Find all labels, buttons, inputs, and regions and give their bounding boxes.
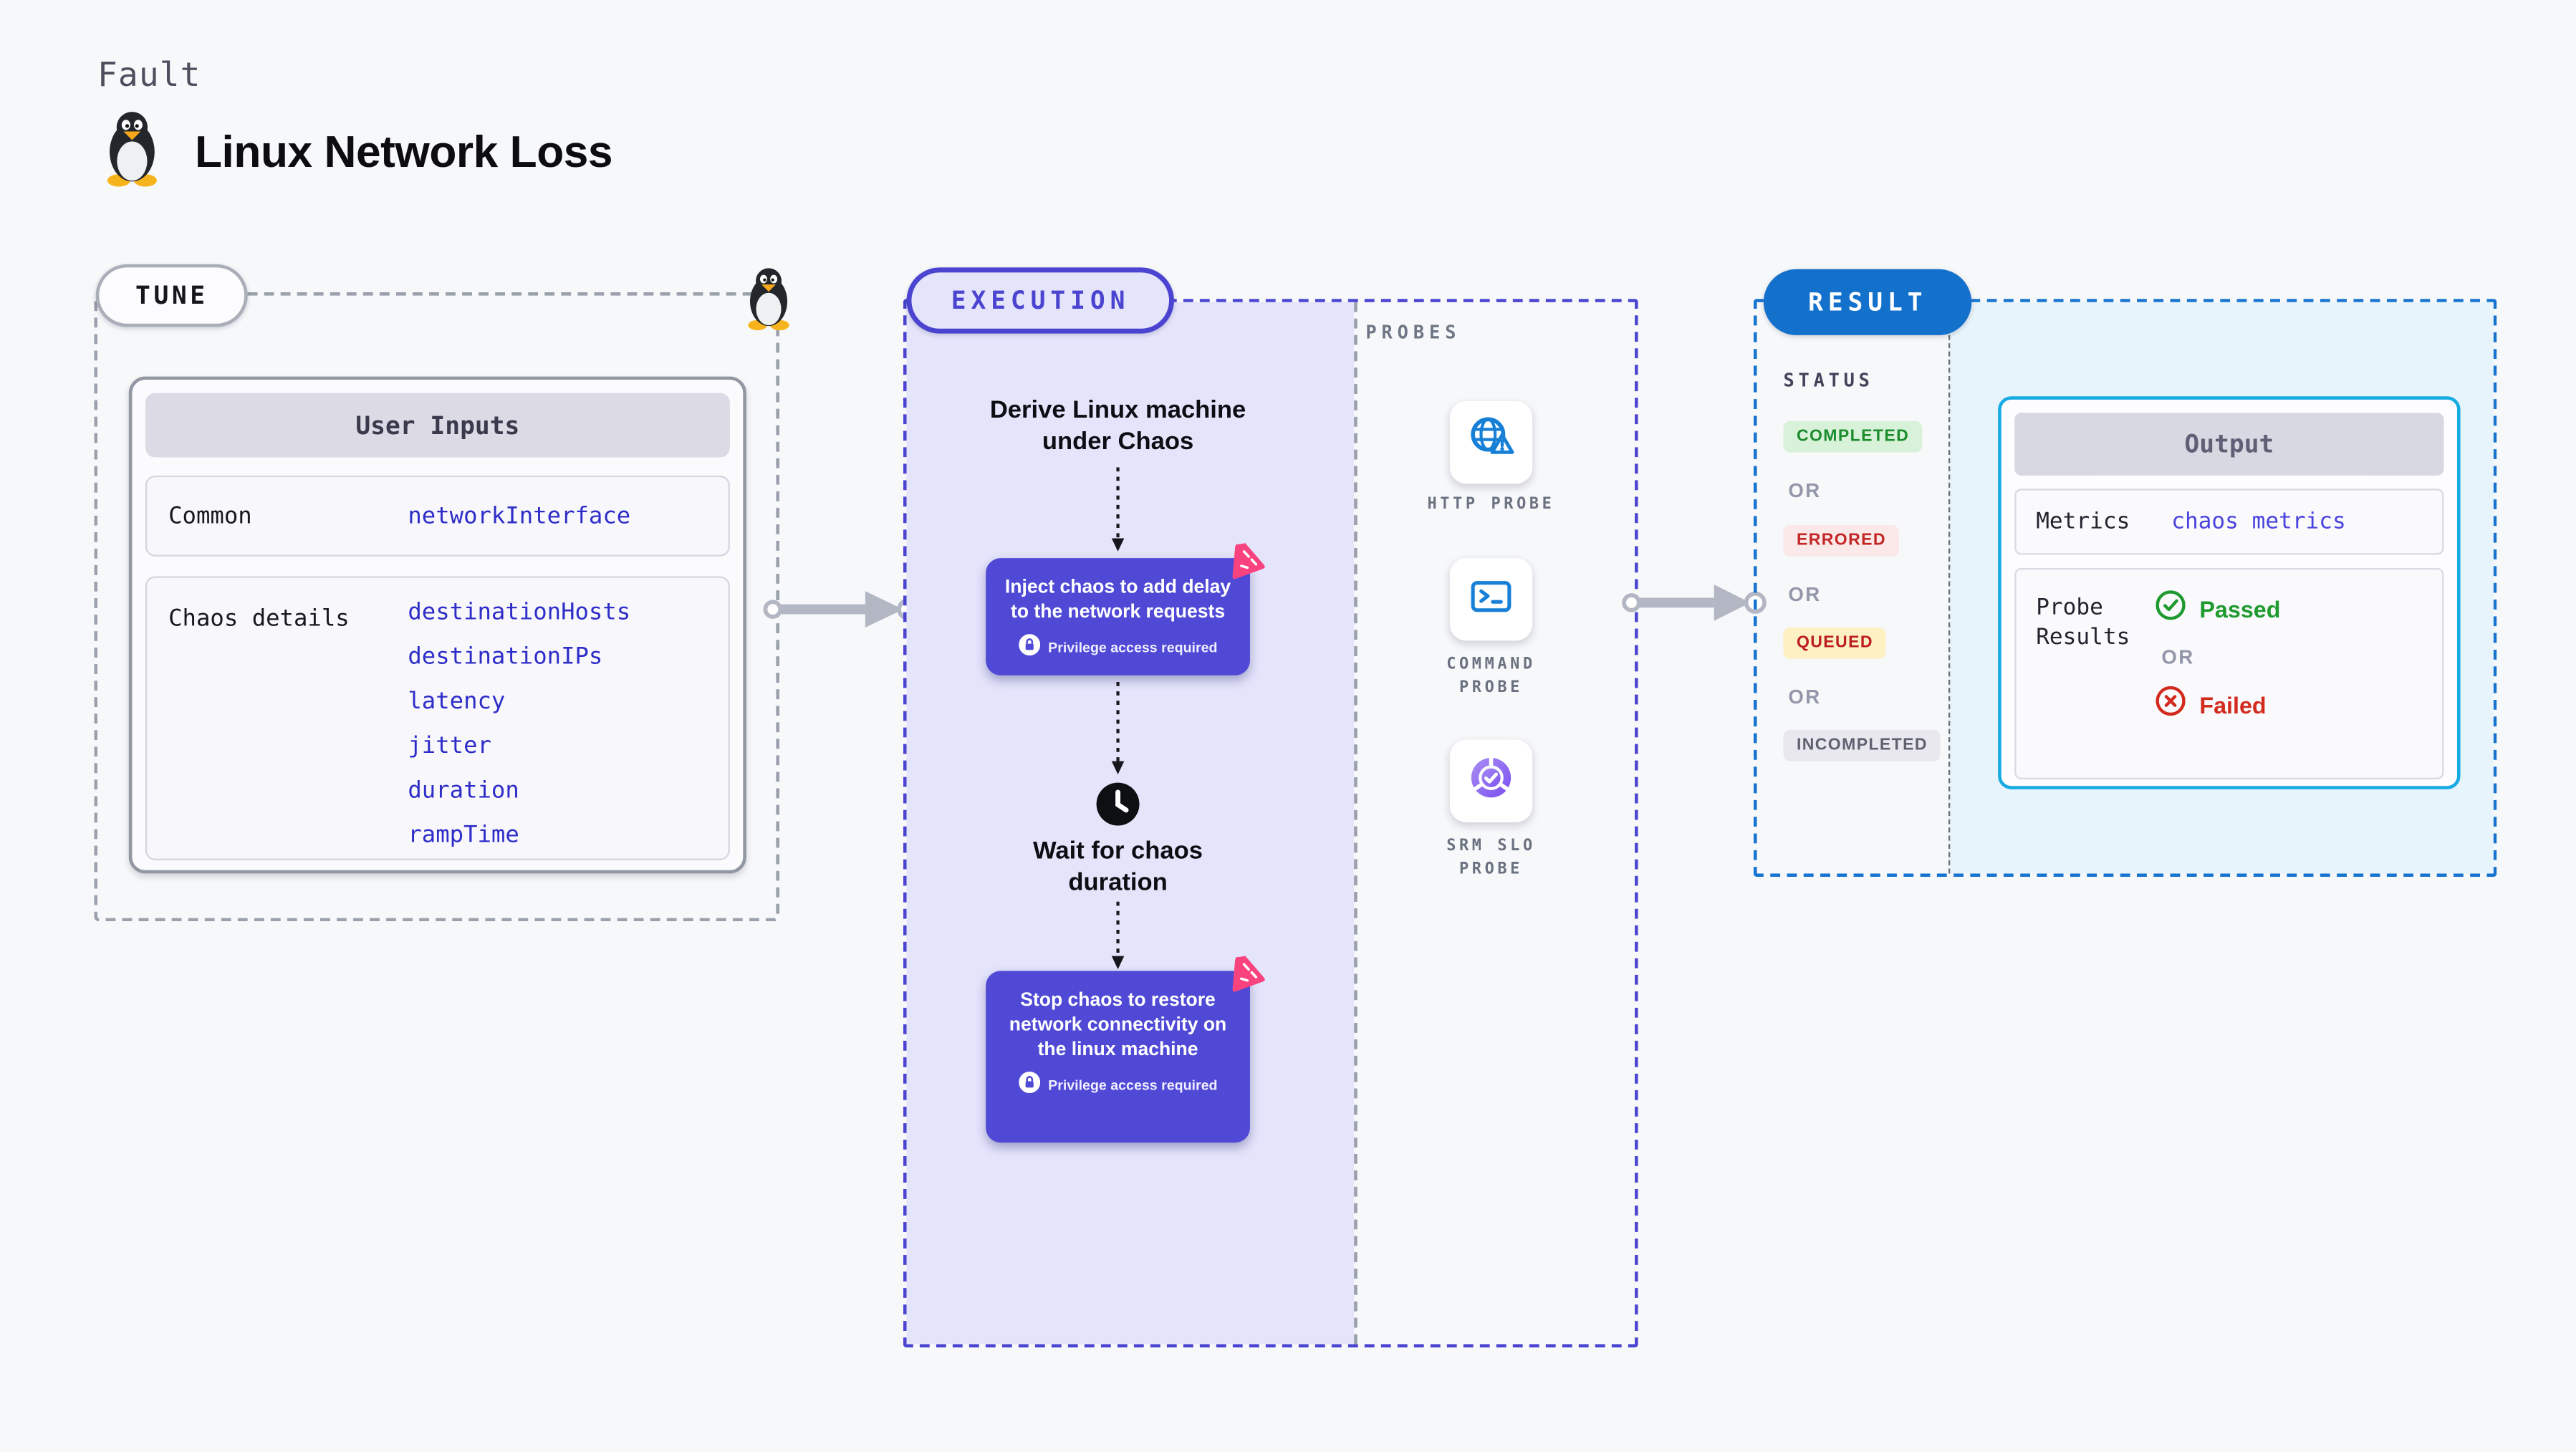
failed-label: Failed [2199, 691, 2267, 718]
input-row-common: Common networkInterface [145, 475, 730, 557]
lock-icon [1018, 634, 1040, 659]
output-header: Output [2014, 413, 2444, 476]
metrics-label: Metrics [2036, 508, 2130, 535]
probe-results-row: Probe Results Passed OR [2014, 567, 2444, 780]
status-badge-incompleted: INCOMPLETED [1783, 729, 1941, 761]
fault-kicker: Fault [97, 54, 201, 95]
srm-slo-probe-label: SRM SLO PROBE [1446, 837, 1536, 879]
stop-chaos-step: Stop chaos to restore network connectivi… [986, 956, 1265, 1143]
srm-slo-probe-card [1449, 739, 1533, 822]
input-value: jitter [408, 733, 491, 760]
terminal-icon [1466, 570, 1516, 628]
user-inputs-header: User Inputs [145, 393, 730, 458]
stop-step-text: Stop chaos to restore network connectivi… [1009, 991, 1227, 1060]
tune-to-execution-arrow [763, 591, 920, 628]
command-probe-label: COMMAND PROBE [1446, 655, 1536, 697]
http-probe-card [1449, 401, 1533, 484]
globe-alert-icon [1465, 412, 1518, 473]
result-divider [1948, 302, 1951, 874]
inject-step-text: Inject chaos to add delay to the network… [1004, 577, 1231, 623]
inject-chaos-step: Inject chaos to add delay to the network… [986, 543, 1265, 675]
input-value: latency [408, 688, 506, 716]
privilege-note: Privilege access required [1048, 638, 1218, 655]
check-circle-icon [2155, 590, 2186, 629]
privilege-row: Privilege access required [986, 1072, 1250, 1097]
status-badge-queued: QUEUED [1783, 627, 1887, 659]
input-value: networkInterface [408, 502, 631, 529]
tune-stage-pill: TUNE [95, 264, 249, 327]
input-row-chaos-details: Chaos details destinationHosts destinati… [145, 576, 730, 860]
derive-step-text: Derive Linux machine under Chaos [989, 396, 1246, 456]
wait-step-text: Wait for chaos duration [1033, 837, 1203, 897]
execution-stage-pill: EXECUTION [906, 267, 1175, 334]
failed-line: Failed [2155, 686, 2280, 725]
result-stage-pill: RESULT [1763, 269, 1972, 335]
metrics-value: chaos metrics [2171, 508, 2346, 535]
dotted-connector [1111, 901, 1125, 970]
probe-results-label: Probe Results [2036, 594, 2130, 651]
chaos-icon [1225, 540, 1268, 591]
status-heading: STATUS [1783, 370, 1874, 392]
execution-flow-panel [906, 302, 1355, 1345]
status-badge-completed: COMPLETED [1783, 420, 1923, 453]
slo-pie-icon [1466, 752, 1516, 810]
or-separator: OR [2161, 645, 2195, 669]
passed-line: Passed [2155, 590, 2280, 629]
chaos-detail-values: destinationHosts destinationIPs latency … [408, 578, 630, 852]
execution-to-result-arrow [1622, 585, 1767, 621]
dotted-connector [1111, 682, 1125, 775]
x-circle-icon [2155, 686, 2186, 725]
status-badge-errored: ERRORED [1783, 525, 1900, 557]
page-title: Linux Network Loss [195, 126, 613, 176]
probes-heading: PROBES [1365, 322, 1461, 344]
or-separator: OR [1788, 685, 1822, 708]
or-separator: OR [1788, 582, 1822, 606]
tux-icon [741, 266, 796, 338]
clock-icon [1095, 781, 1141, 835]
user-inputs-card: User Inputs Common networkInterface Chao… [128, 376, 746, 874]
command-probe-card [1449, 558, 1533, 641]
probe-results-values: Passed OR Failed [2155, 569, 2280, 725]
passed-label: Passed [2199, 596, 2281, 623]
lock-icon [1018, 1072, 1040, 1097]
dotted-connector [1111, 467, 1125, 552]
probes-divider [1354, 302, 1357, 1345]
execution-section [903, 299, 1638, 1347]
or-separator: OR [1788, 479, 1822, 502]
input-value: destinationHosts [408, 599, 631, 626]
input-row-label: Chaos details [168, 605, 350, 633]
tux-icon [99, 109, 165, 195]
input-value: duration [408, 777, 519, 804]
input-value: destinationIPs [408, 643, 603, 670]
metrics-row: Metrics chaos metrics [2014, 489, 2444, 555]
title-row: Linux Network Loss [99, 109, 613, 195]
input-value: rampTime [408, 822, 519, 849]
chaos-icon [1225, 953, 1268, 1004]
output-card: Output Metrics chaos metrics Probe Resul… [1998, 396, 2461, 789]
http-probe-label: HTTP PROBE [1427, 495, 1555, 514]
input-row-label: Common [168, 502, 252, 529]
privilege-note: Privilege access required [1048, 1075, 1218, 1092]
privilege-row: Privilege access required [986, 634, 1250, 659]
